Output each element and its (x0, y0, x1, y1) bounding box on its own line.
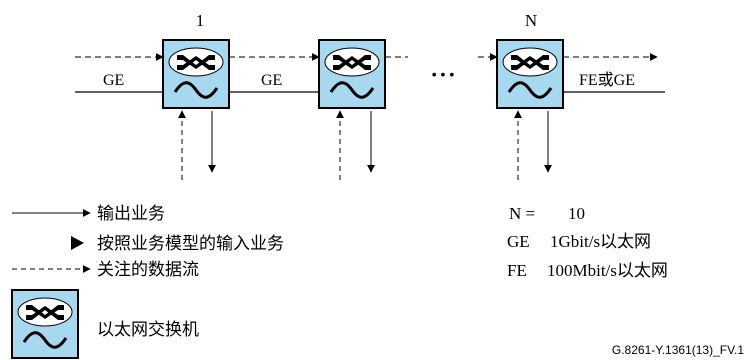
legend-triangle-icon (71, 236, 84, 250)
link-label-output: FE或GE (579, 71, 635, 89)
legend-input-traffic: 按照业务模型的输入业务 (97, 234, 284, 253)
definitions: N = 10 GE 1Gbit/s以太网 FE 100Mbit/s以太网 (507, 204, 668, 280)
switch-label-1: 1 (196, 11, 205, 30)
ethernet-switch-1-icon (161, 38, 231, 110)
ethernet-switch-n-icon (495, 38, 565, 110)
definition-fe-desc: 100Mbit/s以太网 (547, 261, 668, 280)
legend: 输出业务 按照业务模型的输入业务 关注的数据流 以太网交换机 (10, 204, 284, 360)
definition-n-value: 10 (568, 204, 585, 223)
definition-n-label: N = (509, 204, 535, 223)
switch-label-n: N (525, 11, 537, 30)
definition-fe-term: FE (507, 261, 527, 280)
legend-output-traffic: 输出业务 (97, 204, 165, 223)
figure-id: G.8261-Y.1361(13)_FV.1 (612, 343, 744, 357)
legend-flow-of-interest: 关注的数据流 (97, 260, 199, 279)
definition-ge-desc: 1Gbit/s以太网 (550, 232, 651, 251)
link-label-ge-2: GE (261, 72, 282, 89)
legend-switch-icon (10, 288, 80, 360)
legend-switch: 以太网交换机 (97, 320, 199, 339)
vertical-traffic-arrows (178, 110, 552, 180)
definition-ge-term: GE (507, 232, 530, 251)
link-label-ge-1: GE (103, 72, 124, 89)
ellipsis: • • • (432, 66, 455, 82)
ethernet-switch-2-icon (317, 38, 387, 110)
